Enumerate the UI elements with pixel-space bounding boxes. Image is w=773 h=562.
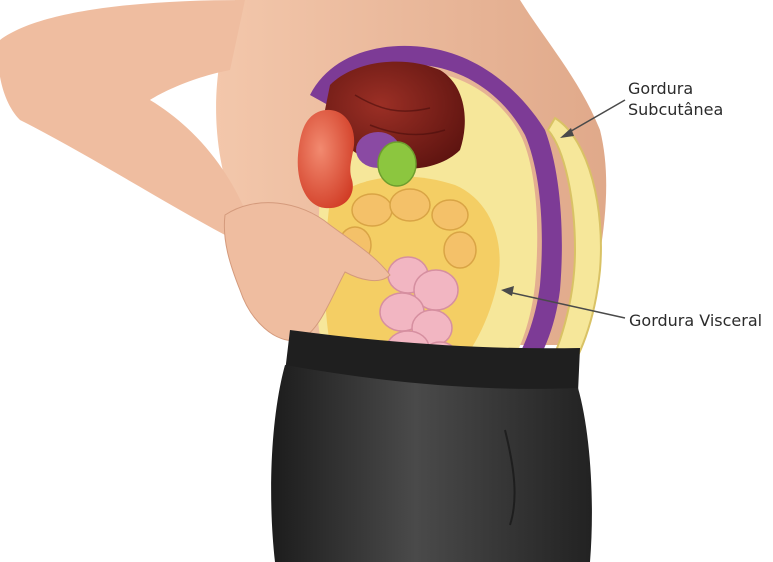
trousers xyxy=(271,365,592,562)
subcutaneous-label-line1: Gordura xyxy=(628,78,723,99)
kidney xyxy=(298,110,354,208)
subcutaneous-label-line2: Subcutânea xyxy=(628,99,723,120)
visceral-fat-label: Gordura Visceral xyxy=(629,310,762,331)
subcutaneous-fat-label: Gordura Subcutânea xyxy=(628,78,723,120)
gallbladder xyxy=(378,142,416,186)
arm xyxy=(0,0,245,235)
